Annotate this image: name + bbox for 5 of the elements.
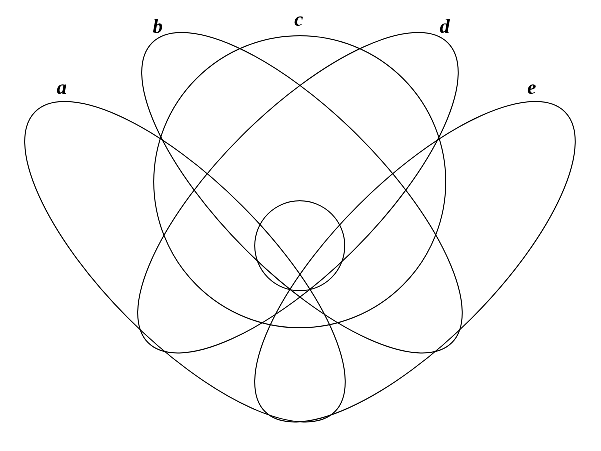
set-label: d	[438, 16, 452, 38]
set-label: b	[152, 16, 164, 38]
set-label: a	[56, 77, 68, 99]
set-label: c	[294, 9, 304, 31]
set-label: e	[526, 77, 538, 99]
